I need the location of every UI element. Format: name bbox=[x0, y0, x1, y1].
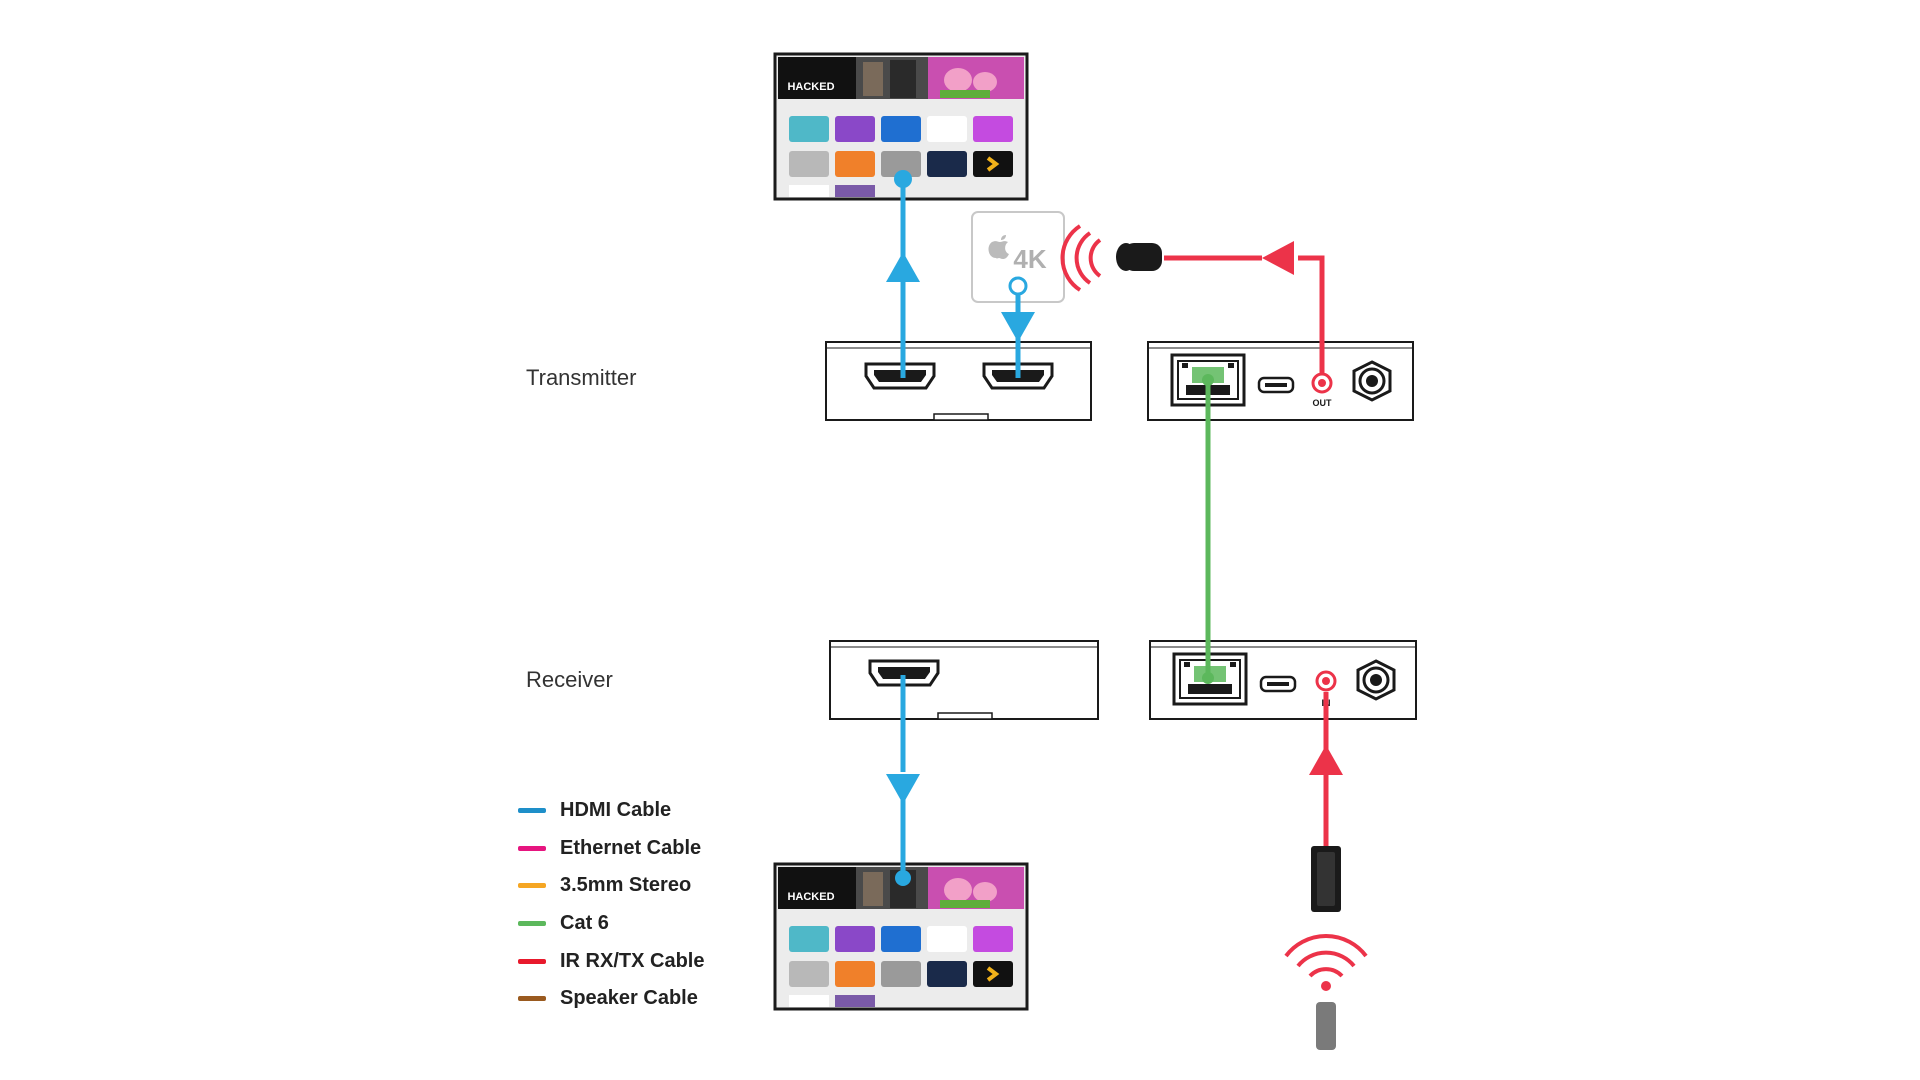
ir-tx-cable bbox=[1060, 224, 1325, 374]
dc-power-jack bbox=[1356, 659, 1396, 701]
ir-signal-icon bbox=[1088, 238, 1102, 278]
receiver-label: Receiver bbox=[526, 667, 613, 692]
micro-usb-port bbox=[1259, 675, 1297, 693]
arrow-down-icon bbox=[1001, 312, 1035, 342]
transmitter-network-unit: OUT bbox=[1147, 341, 1414, 421]
legend-label: Speaker Cable bbox=[560, 987, 698, 1010]
remote-control bbox=[1316, 1002, 1336, 1050]
tv-banner-text: HACKED bbox=[787, 81, 834, 93]
legend-swatch-ir bbox=[518, 958, 546, 964]
legend-swatch-stereo bbox=[518, 883, 546, 889]
legend-label: Cat 6 bbox=[560, 912, 609, 935]
hdmi-cable-lines bbox=[900, 180, 1021, 882]
legend-label: 3.5mm Stereo bbox=[560, 874, 692, 897]
hdmi-port-out bbox=[864, 362, 936, 390]
arrow-up-icon bbox=[1309, 745, 1343, 775]
ir-out-label: OUT bbox=[1313, 398, 1333, 408]
tv-display-bottom: HACKED bbox=[773, 862, 1029, 1011]
apple-logo-icon bbox=[988, 235, 1009, 259]
hdmi-connector-dot bbox=[894, 170, 912, 188]
arrow-up-icon bbox=[886, 252, 920, 282]
hdmi-source-dot bbox=[1008, 276, 1028, 296]
legend-swatch-hdmi bbox=[518, 808, 546, 814]
legend-item: IR RX/TX Cable bbox=[518, 942, 704, 980]
legend-swatch-cat6 bbox=[518, 921, 546, 927]
cable-legend: HDMI Cable Ethernet Cable 3.5mm Stereo C… bbox=[518, 792, 704, 1018]
arrow-down-icon bbox=[886, 774, 920, 804]
dc-power-jack bbox=[1352, 360, 1392, 402]
legend-label: Ethernet Cable bbox=[560, 836, 702, 859]
receiver-network-unit: IN bbox=[1149, 640, 1417, 720]
ir-signal-icon bbox=[1308, 967, 1344, 978]
hdmi-arrows bbox=[886, 252, 1035, 804]
legend-item: Speaker Cable bbox=[518, 980, 704, 1018]
tv-display-top: HACKED bbox=[773, 52, 1029, 201]
transmitter-label: Transmitter bbox=[526, 365, 637, 390]
legend-item: 3.5mm Stereo bbox=[518, 867, 704, 905]
legend-item: HDMI Cable bbox=[518, 792, 704, 830]
receiver-hdmi-unit bbox=[829, 640, 1099, 720]
tv-banner-text: HACKED bbox=[787, 891, 834, 903]
badge-4k: 4K bbox=[1013, 244, 1046, 274]
ir-rx-cable bbox=[1284, 692, 1368, 1050]
legend-item: Cat 6 bbox=[518, 905, 704, 943]
legend-item: Ethernet Cable bbox=[518, 830, 704, 868]
arrow-left-icon bbox=[1262, 241, 1294, 275]
legend-swatch-speaker bbox=[518, 996, 546, 1002]
micro-usb-port bbox=[1257, 376, 1295, 394]
legend-label: IR RX/TX Cable bbox=[560, 949, 705, 972]
legend-swatch-ethernet bbox=[518, 845, 546, 851]
legend-label: HDMI Cable bbox=[560, 799, 672, 822]
transmitter-hdmi-unit bbox=[825, 341, 1092, 421]
hdmi-connector-dot bbox=[895, 870, 911, 886]
